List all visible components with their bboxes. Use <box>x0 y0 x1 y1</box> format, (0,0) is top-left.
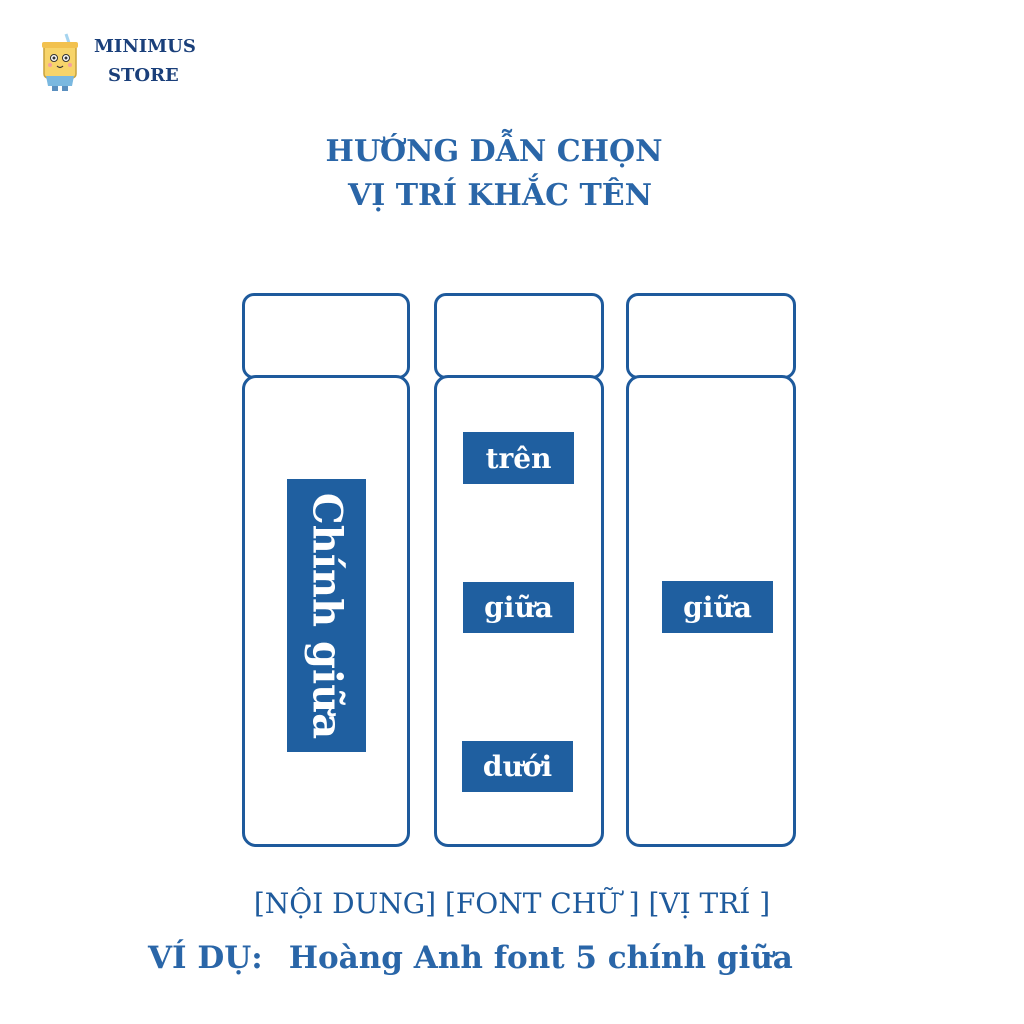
engrave-label-text: trên <box>485 441 552 475</box>
engrave-format-hint: [NỘI DUNG] [FONT CHỮ ] [VỊ TRÍ ] <box>253 887 771 920</box>
example-label: VÍ DỤ: <box>148 940 263 976</box>
engrave-label-top: trên <box>463 432 574 484</box>
page-title-line-2: VỊ TRÍ KHẮC TÊN <box>347 178 653 213</box>
cup-mascot-icon <box>42 33 78 91</box>
brand-suffix: STORE <box>108 65 179 86</box>
bottle-cap <box>434 293 604 379</box>
brand-name: MINIMUS <box>94 36 196 57</box>
engrave-label-middle: giữa <box>463 582 574 633</box>
engrave-example: VÍ DỤ: Hoàng Anh font 5 chính giữa <box>148 940 793 976</box>
engrave-label-middle: giữa <box>662 581 773 633</box>
engrave-label-center-vertical: Chính giữa <box>287 479 366 752</box>
engrave-label-text: Chính giữa <box>303 492 350 739</box>
engrave-label-text: dưới <box>482 750 553 783</box>
engrave-label-text: giữa <box>683 590 752 624</box>
page-title-line-1: HƯỚNG DẪN CHỌN <box>325 134 663 169</box>
engrave-label-bottom: dưới <box>462 741 573 792</box>
bottle-cap <box>626 293 796 379</box>
engrave-label-text: giữa <box>484 591 553 624</box>
example-text: Hoàng Anh font 5 chính giữa <box>288 940 793 976</box>
brand-logo: MINIMUS STORE <box>40 30 200 94</box>
bottle-cap <box>242 293 410 379</box>
